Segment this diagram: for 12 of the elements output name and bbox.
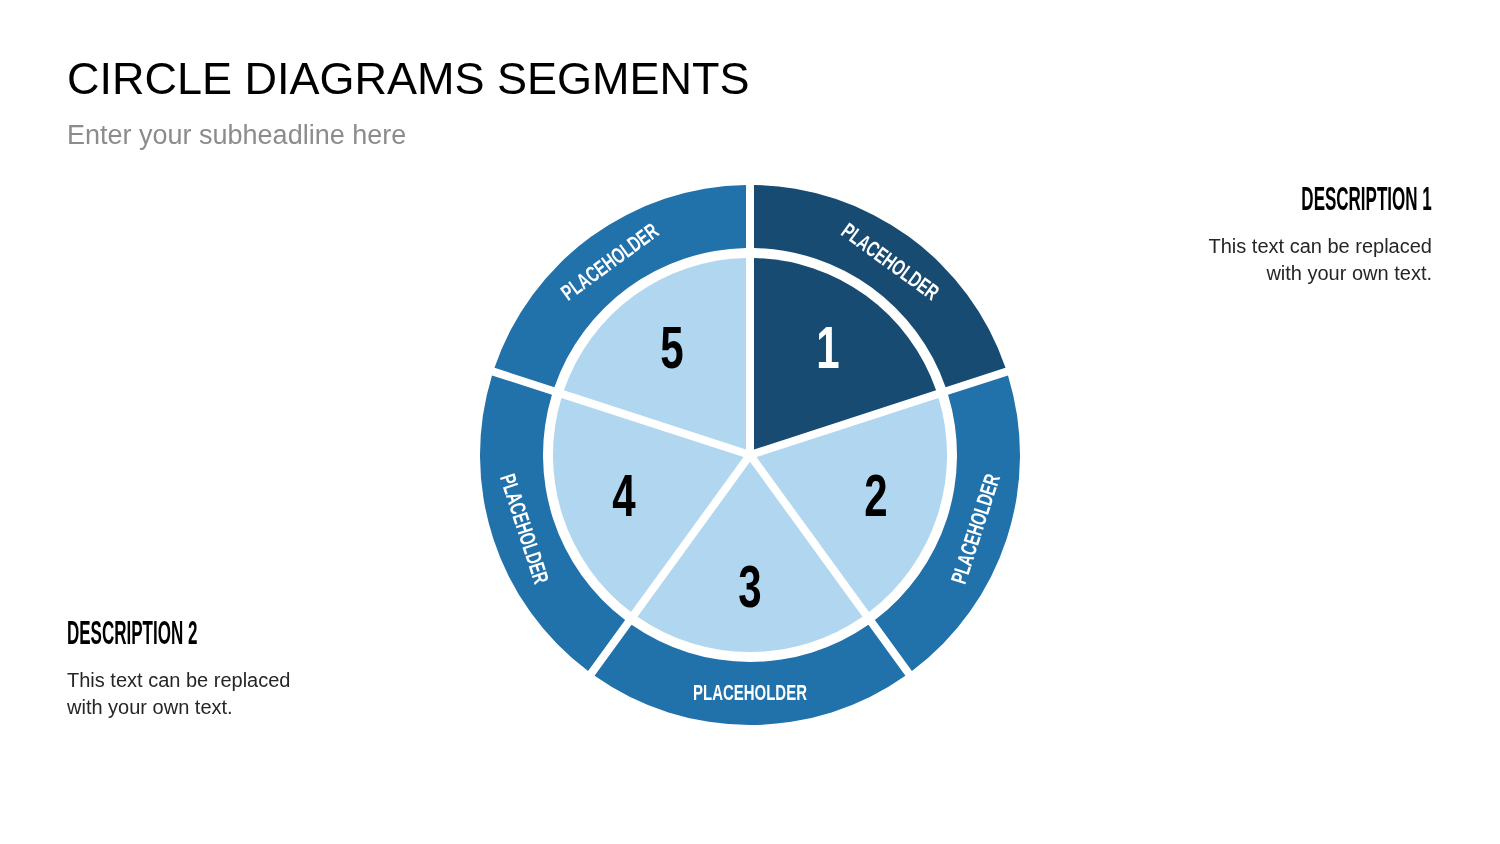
segment-number: 2: [863, 465, 888, 526]
description-text: This text can be replaced with your own text.: [67, 668, 292, 720]
description-text: This text can be replaced with your own text.: [1207, 234, 1432, 286]
segment-number: 3: [738, 557, 762, 617]
segment-number: 4: [612, 465, 637, 526]
segment-number: 5: [660, 318, 685, 379]
description-heading: DESCRIPTION 1: [1301, 180, 1432, 218]
title: CIRCLE DIAGRAMS SEGMENTS: [67, 54, 750, 104]
segment-label: PLACEHOLDER: [693, 682, 807, 704]
segment-number: 1: [815, 318, 840, 379]
description-heading: DESCRIPTION 2: [67, 614, 198, 652]
subtitle: Enter your subheadline here: [67, 119, 407, 152]
